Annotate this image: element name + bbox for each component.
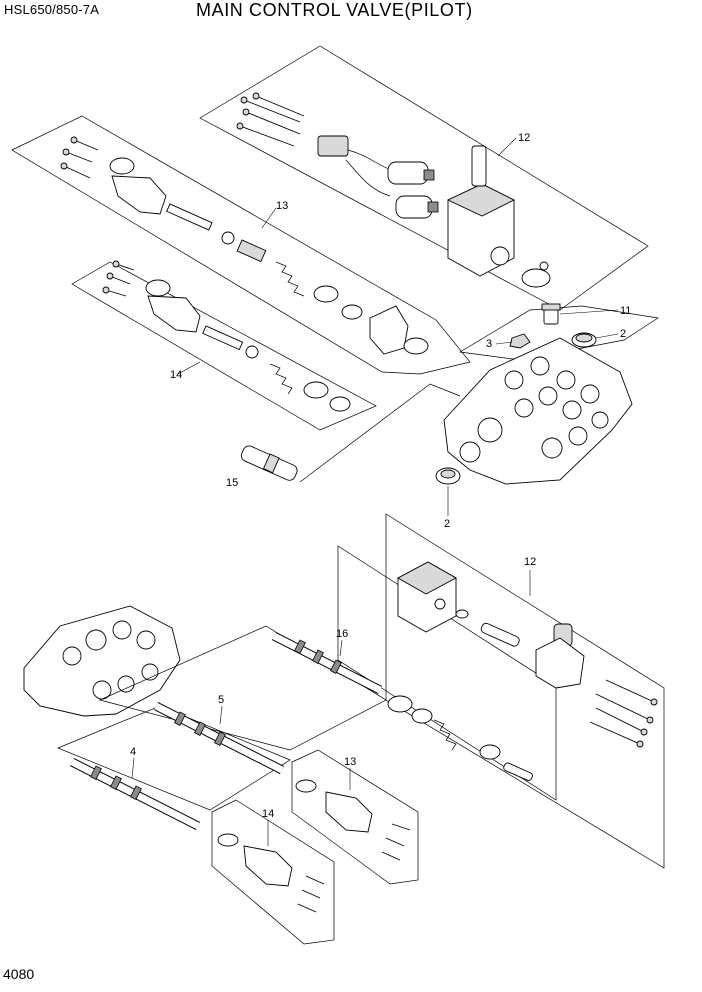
bolts-group-14-top [102, 260, 135, 297]
group-13-bottom-frame [291, 749, 419, 885]
leaders-top [177, 137, 619, 516]
part-2-plug-top [571, 332, 597, 348]
group-14-bottom-frame [211, 799, 335, 945]
cap-spring-group-14-top [145, 279, 351, 412]
group-12-inner-frame [337, 545, 557, 801]
callout-13-top: 13 [276, 200, 288, 212]
callout-16: 16 [336, 628, 348, 640]
group-14-top-frame [71, 261, 377, 431]
solenoid-bottom [535, 623, 585, 689]
group-15-frame [299, 383, 461, 483]
bolts-group-13-top [60, 136, 99, 179]
group-13-top-frame [11, 115, 471, 375]
page-title: MAIN CONTROL VALVE(PILOT) [196, 0, 473, 20]
cap-group-13-bottom [295, 779, 411, 861]
callout-14-bottom: 14 [262, 808, 274, 820]
part-3-nut [509, 333, 531, 349]
bolts-group-12-bottom [589, 679, 658, 748]
group-12-top-frame [199, 45, 649, 311]
spool-4 [69, 757, 201, 831]
spool-16 [271, 631, 383, 695]
model-code: HSL650/850-7A [4, 2, 100, 17]
part-11-plug [541, 303, 561, 325]
spool-4-frame [57, 705, 291, 811]
bolts-group-12-top [236, 92, 305, 147]
leaders-bottom [131, 570, 531, 846]
callout-4: 4 [130, 746, 136, 758]
callout-3: 3 [486, 338, 492, 350]
callout-11: 11 [620, 305, 631, 317]
page-number: 4080 [3, 966, 35, 982]
seals-group-12-bottom [387, 695, 533, 781]
pilot-valve-block-top [446, 145, 551, 288]
solenoid-assembly-top [317, 135, 439, 219]
cap-spring-group-13-top [109, 157, 429, 355]
callout-2-mid: 2 [444, 518, 450, 530]
callout-12-top: 12 [518, 132, 530, 144]
callout-2-top: 2 [620, 328, 626, 340]
part-2-plug-mid [435, 467, 461, 485]
callout-5: 5 [218, 694, 224, 706]
cap-group-14-bottom [217, 833, 325, 913]
callout-14-top: 14 [170, 369, 182, 381]
callout-12-bottom: 12 [524, 556, 536, 568]
part-15-fitting [240, 445, 298, 481]
callout-15: 15 [226, 477, 238, 489]
callout-13-bottom: 13 [344, 756, 356, 768]
pilot-valve-block-bottom [397, 561, 520, 647]
main-valve-body-top [443, 337, 633, 485]
spool-5 [153, 701, 285, 775]
main-valve-body-bottom [23, 605, 181, 717]
